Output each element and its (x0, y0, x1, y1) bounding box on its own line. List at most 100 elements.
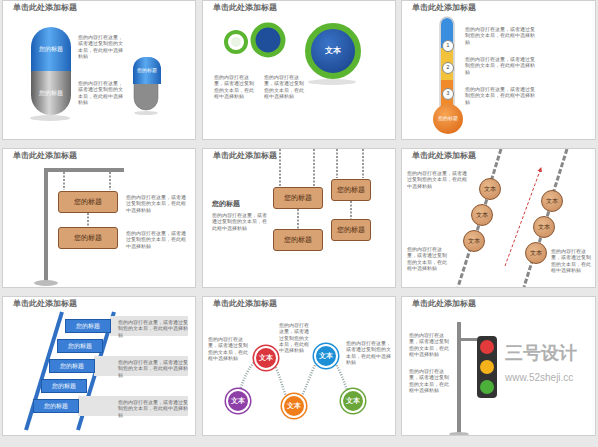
signpost-arm (44, 168, 124, 172)
wooden-board: 您的标题 (58, 191, 118, 213)
capsule-half: 您的标题 (31, 27, 71, 71)
slide-ground (202, 296, 396, 436)
chain-link (297, 209, 299, 229)
slide-title: 单击此处添加标题 (13, 300, 77, 309)
wooden-board: 您的标题 (331, 179, 371, 201)
node-text: 您的标题 (39, 90, 63, 97)
ladder-step: 您的标题 (57, 339, 103, 353)
slide-ground (2, 148, 196, 288)
node-text: 文本 (468, 238, 480, 245)
slide-ground (401, 296, 596, 436)
node-text: 您的标题 (284, 236, 312, 243)
ring-core (231, 37, 241, 47)
slide-ground (2, 0, 196, 140)
chain-disc: 文本 (479, 178, 501, 200)
ladder-step: 您的标题 (49, 359, 95, 373)
body-text: 您的内容打在这里，或者通过复制您的文本后，在此框中选择粘贴 (407, 170, 467, 189)
chain (279, 149, 281, 186)
chain-link (87, 213, 89, 227)
body-text: 您的内容打在这里，或者通过复制您的文本后，在此框中选择粘贴 (118, 319, 188, 338)
thermometer-bulb: 您的标题 (433, 104, 463, 134)
slide-title: 单击此处添加标题 (412, 4, 476, 13)
node-text: 您的标题 (74, 234, 102, 241)
color-circle: 文本 (226, 389, 250, 413)
ring (226, 32, 246, 52)
body-text: 您的内容打在这里，或者通过复制您的文本后，在此框中选择粘贴 (409, 332, 453, 357)
label-heading: 您的标题 (212, 200, 240, 209)
ladder-step: 您的标题 (41, 379, 87, 393)
ring-shadow (308, 79, 356, 85)
signpost-pole (44, 168, 48, 282)
body-text: 您的内容打在这里，或者通过复制您的文本后，在此框中选择粘贴 (551, 248, 591, 273)
chain-disc: 文本 (463, 230, 485, 252)
ladder-step: 您的标题 (33, 399, 79, 413)
node-text: 文本 (325, 47, 341, 56)
node-text: 2 (447, 65, 450, 71)
ring-circle: 文本 (305, 23, 361, 79)
body-text: 您的内容打在这里，或者通过复制您的文本后，在此框中选择粘贴 (279, 322, 312, 353)
capsule-half: 您的标题 (31, 71, 71, 115)
slide-panel: 单击此处添加标题123您的标题 (401, 0, 596, 140)
slide-title: 单击此处添加标题 (213, 4, 277, 13)
node-text: 您的标题 (39, 46, 63, 53)
hanging-chains (64, 149, 363, 190)
body-text: 您的内容打在这里，或者通过复制您的文本后，在此框中选择粘贴 (118, 359, 188, 378)
node-text: 您的标题 (76, 323, 100, 330)
body-text: 您的内容打在这里，或者通过复制您的文本后，在此框中选择粘贴 (409, 368, 453, 393)
slide-title: 单击此处添加标题 (213, 152, 277, 161)
wooden-board: 您的标题 (331, 219, 371, 241)
slide-panel: 单击此处添加标题 (401, 296, 596, 436)
slide-panel: 单击此处添加标题您的标题您的标题您的标题 (2, 0, 196, 140)
chain-disc: 文本 (471, 204, 493, 226)
light-arm (461, 338, 477, 341)
color-circle: 文本 (254, 346, 278, 370)
callout-number: 2 (442, 62, 455, 75)
node-text: 您的标题 (137, 68, 157, 74)
chain-disc: 文本 (533, 216, 555, 238)
slide-title: 单击此处添加标题 (412, 300, 476, 309)
node-text: 文本 (484, 186, 496, 193)
slide-panel: 单击此处添加标题文本 (202, 0, 396, 140)
body-text: 您的内容打在这里，或者通过复制您的文本后，在此框中选择粘贴 (264, 74, 308, 99)
iron-chains (458, 149, 567, 287)
body-text: 您的内容打在这里，或者通过复制您的文本后，在此框中选择粘贴 (465, 56, 535, 75)
slide-ground (202, 0, 396, 140)
body-text: 您的内容打在这里，或者通过复制您的文本后，在此框中选择粘贴 (208, 336, 248, 361)
node-text: 您的标题 (68, 343, 92, 350)
node-text: 文本 (259, 354, 273, 361)
color-circle: 文本 (314, 344, 338, 368)
node-text: 文本 (476, 212, 488, 219)
slide-title: 单击此处添加标题 (13, 4, 77, 13)
watermark: 三号设计 (505, 342, 577, 365)
body-text: 您的内容打在这里，或者通过复制您的文本后，在此框中选择粘贴 (78, 80, 126, 105)
slide-ground (2, 296, 196, 436)
body-text: 您的内容打在这里，或者通过复制您的文本后，在此框中选择粘贴 (465, 26, 535, 45)
node-text: 您的标题 (337, 226, 365, 233)
slide-panel: 单击此处添加标题文本文本文本文本文本 (202, 296, 396, 436)
light-housing (477, 336, 497, 398)
body-text: 您的内容打在这里，或者通过复制您的文本后，在此框中选择粘贴 (78, 34, 126, 59)
node-text: 文本 (287, 402, 301, 409)
node-text: 您的标题 (438, 116, 458, 122)
node-text: 3 (447, 91, 450, 97)
wooden-board: 您的标题 (273, 187, 323, 209)
node-text: 文本 (538, 224, 550, 231)
callout-number: 3 (442, 88, 455, 101)
slide-ground (401, 148, 596, 288)
light-pole (457, 322, 461, 434)
lamp (480, 360, 494, 374)
slide-panel: 单击此处添加标题您的标题您的标题 (2, 148, 196, 288)
body-text: 您的内容打在这里，或者通过复制您的文本后，在此框中选择粘贴 (465, 86, 535, 105)
chain (336, 149, 338, 178)
lamp (480, 340, 494, 354)
chain-disc: 文本 (541, 190, 563, 212)
node-text: 您的标题 (74, 198, 102, 205)
node-text: 文本 (530, 250, 542, 257)
capsule-half (134, 83, 158, 110)
ladder-step: 您的标题 (65, 319, 111, 333)
thermometer-tube (440, 17, 454, 112)
node-text: 文本 (546, 198, 558, 205)
body-text: 您的内容打在这里，或者通过复制您的文本后，在此框中选择粘贴 (214, 74, 258, 99)
slide-ground (401, 0, 596, 140)
watermark: www.52sheji.cc (505, 372, 573, 385)
